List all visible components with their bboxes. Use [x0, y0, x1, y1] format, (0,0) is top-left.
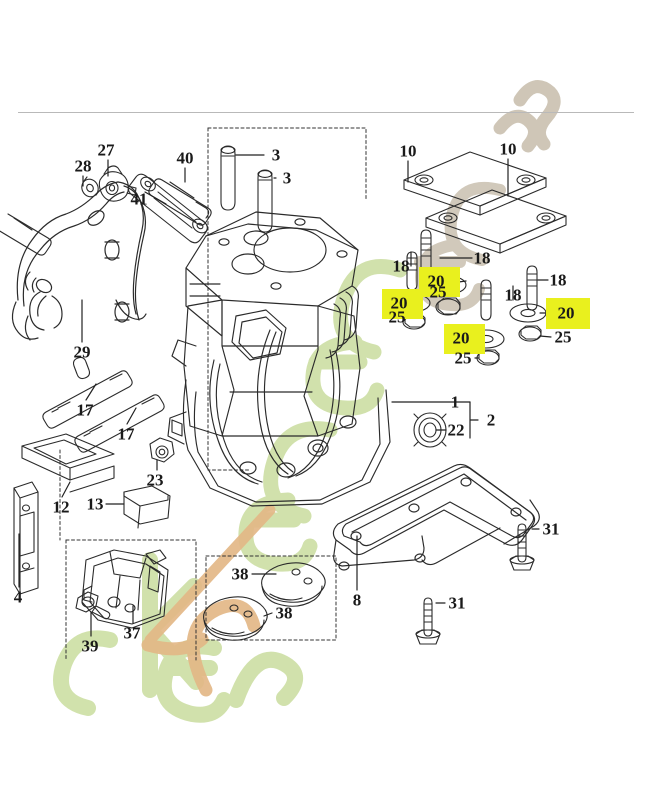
callout-37: 37: [123, 623, 141, 643]
callout-12: 12: [52, 497, 70, 517]
callout-20: 20: [427, 271, 445, 291]
part-17-stud-bolt-a: [42, 370, 133, 429]
part-40-pin-shaft-2: [0, 213, 52, 256]
callout-3: 3: [271, 145, 281, 165]
callout-25: 25: [454, 348, 472, 368]
part-3-dowel-pin-a: [220, 145, 236, 211]
callout-23: 23: [146, 470, 164, 490]
callout-39: 39: [81, 636, 99, 656]
part-10-mounting-plate-a: [403, 151, 547, 216]
highlight-box-20: [444, 324, 485, 354]
part-23-hex-nut: [149, 437, 175, 463]
part-29-wire-harness: [11, 181, 147, 341]
callout-25: 25: [429, 282, 447, 302]
part-10-mounting-plate-b: [425, 189, 567, 254]
callout-10: 10: [399, 141, 417, 161]
header-rule: [18, 112, 634, 113]
callout-27: 27: [97, 140, 115, 160]
callout-25: 25: [554, 327, 572, 347]
watermark-k: [53, 630, 118, 716]
group-frame-bracket: [65, 539, 197, 661]
part-39-screw: [75, 591, 111, 620]
callout-38: 38: [231, 564, 249, 584]
part-17-stud-bolt-b: [74, 394, 165, 453]
callout-38: 38: [275, 603, 293, 623]
callout-40: 40: [176, 148, 194, 168]
callout-22: 22: [447, 420, 465, 440]
callout-29: 29: [73, 342, 91, 362]
callout-41: 41: [130, 189, 148, 209]
callout-8: 8: [352, 590, 362, 610]
part-1-cylinder-block: [167, 211, 391, 507]
part-38-rubber-mount-a: [261, 562, 326, 607]
callout-20: 20: [390, 293, 408, 313]
part-12-gasket-frame: [21, 433, 115, 493]
part-40-pin-shaft: [148, 178, 212, 226]
highlight-box-20: [419, 267, 460, 297]
callout-18: 18: [504, 285, 522, 305]
callout-17: 17: [76, 400, 94, 420]
part-17-end-cap: [72, 356, 91, 380]
part-13-rubber-block: [123, 485, 171, 529]
part-31-bolt-b: [415, 597, 441, 645]
highlight-box-20: [546, 298, 590, 329]
callout-20: 20: [452, 328, 470, 348]
part-31-bolt-a: [509, 523, 535, 571]
callout-18: 18: [392, 256, 410, 276]
callout-31: 31: [448, 593, 466, 613]
highlight-box-20: [382, 289, 423, 319]
part-38-rubber-mount-b: [203, 596, 268, 641]
callout-3: 3: [282, 168, 292, 188]
callout-18: 18: [473, 248, 491, 268]
callout-20: 20: [557, 303, 575, 323]
part-4-side-cover: [13, 481, 39, 595]
callout-25: 25: [388, 307, 406, 327]
callout-31: 31: [542, 519, 560, 539]
callout-17: 17: [117, 424, 135, 444]
callout-2: 2: [486, 410, 496, 430]
part-41-connecting-rod: [127, 173, 209, 244]
callout-4: 4: [13, 587, 23, 607]
group-frame-mounts: [205, 555, 337, 641]
part-28-washer: [81, 176, 100, 198]
part-3-dowel-pin-b: [257, 169, 273, 233]
callout-13: 13: [86, 494, 104, 514]
watermark-e-orange: [186, 599, 261, 697]
watermark-c-tan: [444, 181, 506, 266]
part-8-base-plate: [332, 463, 540, 571]
callout-28: 28: [74, 156, 92, 176]
callout-10: 10: [499, 139, 517, 159]
callout-18: 18: [549, 270, 567, 290]
callout-1: 1: [450, 392, 460, 412]
